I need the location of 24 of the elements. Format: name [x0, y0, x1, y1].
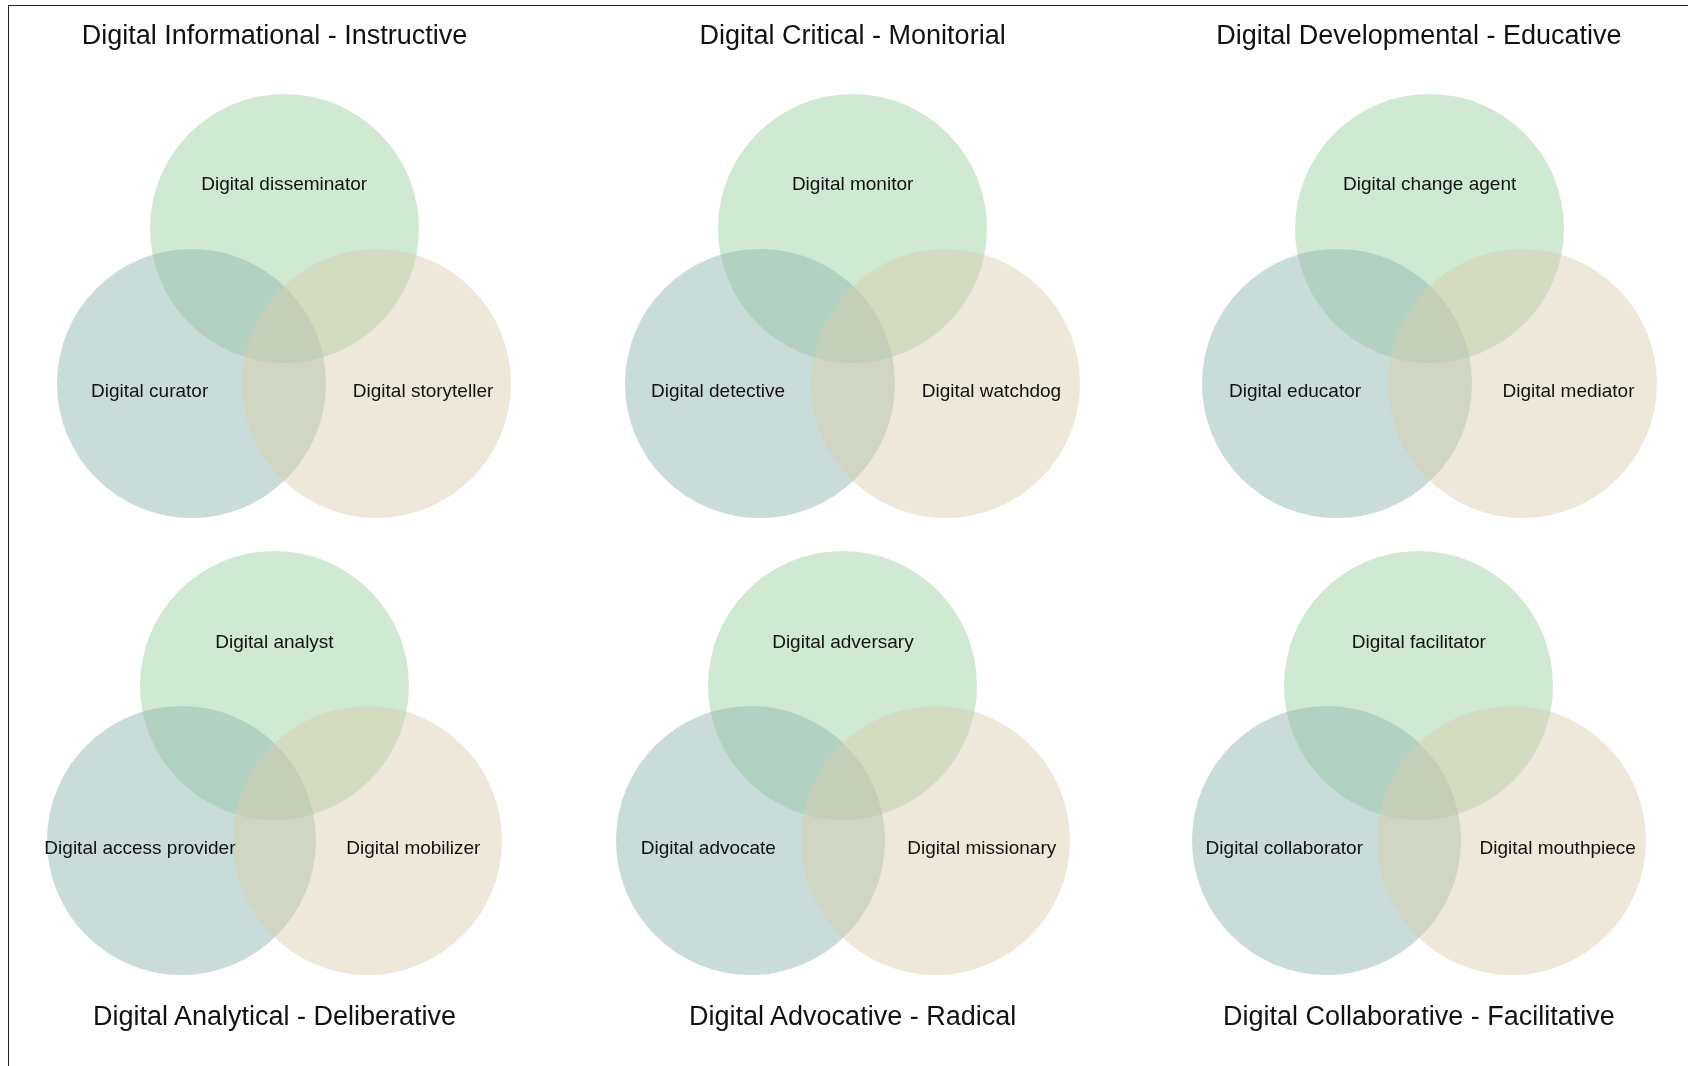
group-heading: Digital Collaborative - Facilitative	[1223, 1001, 1615, 1033]
group-heading: Digital Advocative - Radical	[689, 1001, 1017, 1033]
circle-label: Digital mobilizer	[346, 837, 481, 860]
circle-label: Digital change agent	[1343, 173, 1517, 196]
circle-label: Digital storyteller	[352, 379, 494, 402]
circle-label: Digital missionary	[907, 837, 1057, 860]
circle-label: Digital facilitator	[1351, 630, 1486, 653]
circle-label: Digital analyst	[215, 630, 334, 653]
circle-label: Digital mediator	[1502, 379, 1635, 402]
circle-label: Digital watchdog	[921, 379, 1062, 402]
circle-label: Digital access provider	[44, 837, 236, 860]
circle-label: Digital monitor	[791, 173, 914, 196]
circle-label: Digital mouthpiece	[1479, 837, 1636, 860]
circle-label: Digital educator	[1229, 379, 1362, 402]
group-heading: Digital Analytical - Deliberative	[92, 1001, 457, 1033]
group-heading: Digital Informational - Instructive	[81, 20, 468, 52]
circle-label: Digital adversary	[772, 630, 914, 653]
circle-label: Digital detective	[650, 379, 786, 402]
circle-label: Digital curator	[91, 379, 209, 402]
group-heading: Digital Developmental - Educative	[1216, 20, 1622, 52]
circle-label: Digital advocate	[640, 837, 776, 860]
circle-label: Digital collaborator	[1205, 837, 1363, 860]
group-heading: Digital Critical - Monitorial	[699, 20, 1006, 52]
circle-label: Digital disseminator	[201, 173, 368, 196]
